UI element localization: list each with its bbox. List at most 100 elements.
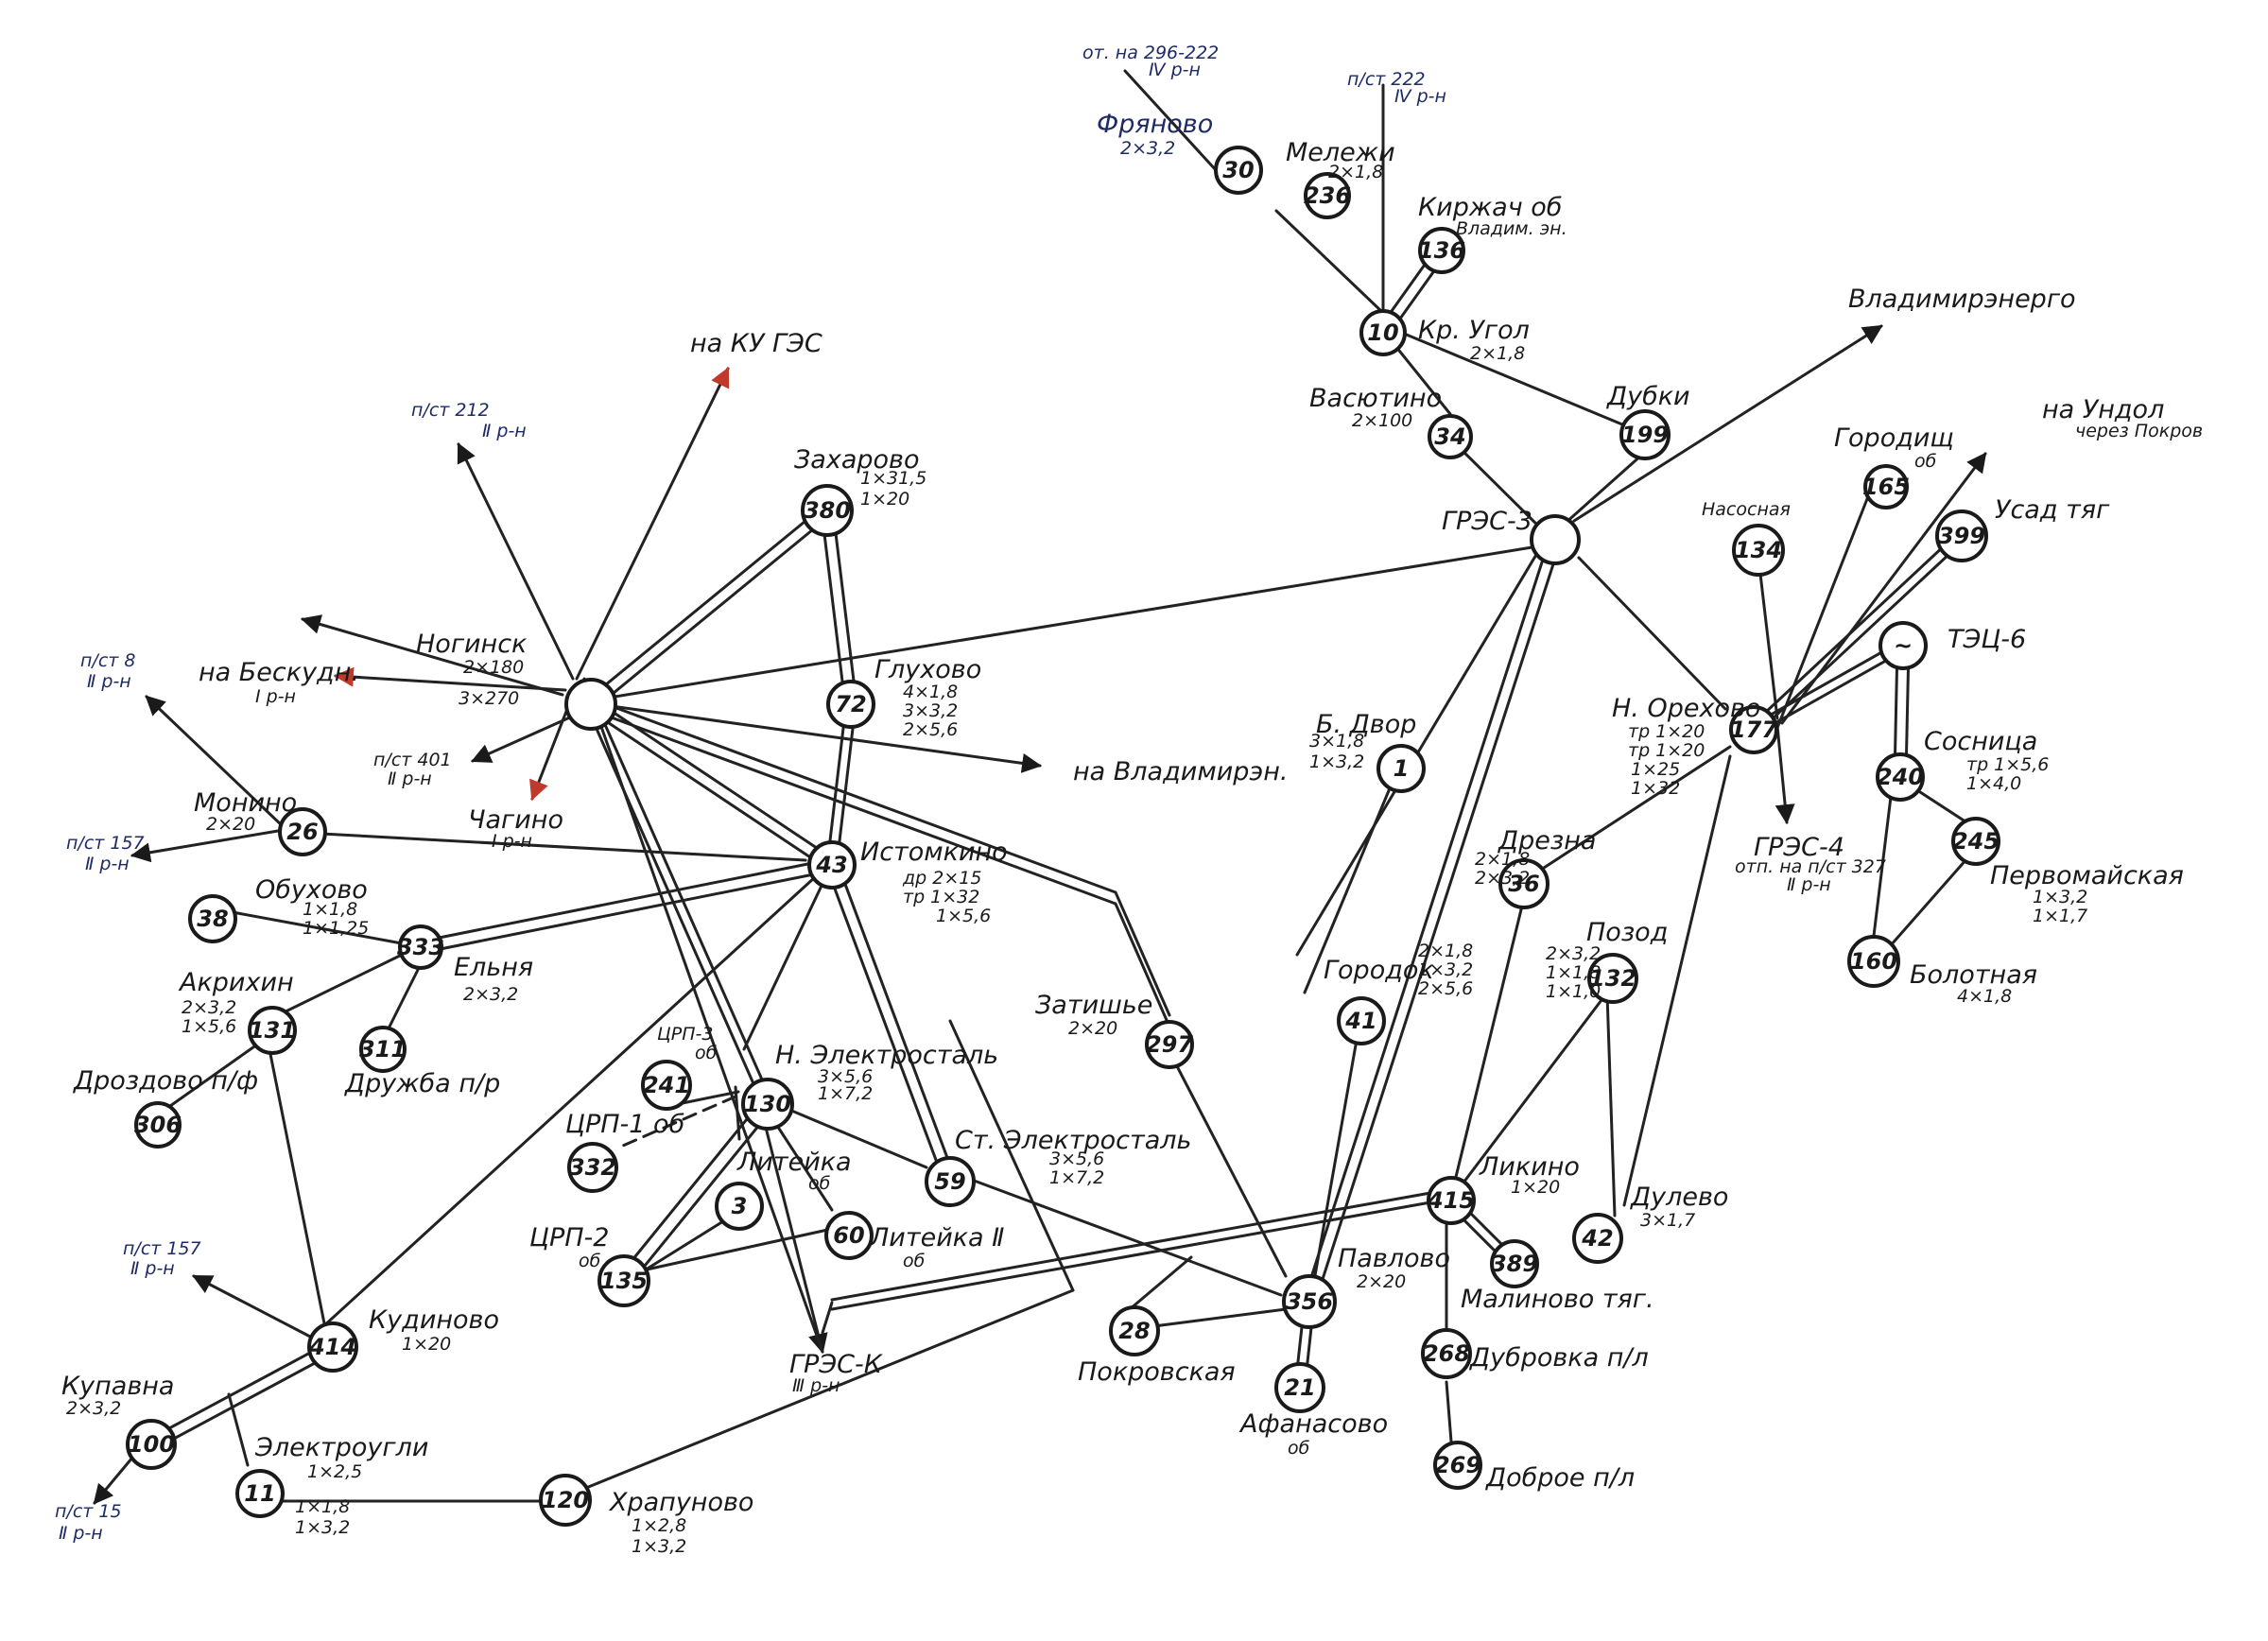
- line-43-59-double: [824, 865, 946, 1185]
- node-circle: [1935, 510, 1988, 562]
- line-noginsk-130-double: [594, 700, 774, 1104]
- label-pst157b-sub: Ⅱ р-н: [130, 1258, 175, 1279]
- substation-node: 11: [235, 1469, 285, 1518]
- line-41-356: [1312, 1038, 1359, 1283]
- node-number: 130: [744, 1091, 791, 1117]
- label-dulevo-cap: 3×1,7: [1640, 1210, 1695, 1231]
- label-pst157b: п/ст 157: [123, 1238, 201, 1259]
- label-dubrovka: Дубровка п/л: [1469, 1343, 1649, 1373]
- label-khrapunovo-c1: 1×2,8: [632, 1515, 686, 1536]
- line-noginsk-kuges: [575, 367, 730, 681]
- node-circle: [1359, 309, 1407, 356]
- substation-node: 42: [1572, 1213, 1623, 1264]
- node-circle: [741, 1078, 794, 1131]
- label-otp-296-sub: Ⅳ р-н: [1149, 60, 1201, 80]
- substation-node: 311: [359, 1026, 407, 1073]
- line-38-333: [220, 908, 404, 945]
- node-circle: [126, 1419, 177, 1470]
- label-gres-k: ГРЭС-К: [789, 1350, 884, 1379]
- node-number: 72: [835, 691, 866, 717]
- label-n-or-c4: 1×32: [1631, 778, 1680, 799]
- node-circle: [1214, 146, 1263, 195]
- node-number: 333: [397, 934, 444, 960]
- label-zakharovo-c2: 1×20: [860, 489, 909, 510]
- label-gorodok-c2: 1×3,2: [1418, 959, 1473, 980]
- node-circle: [1433, 1441, 1482, 1490]
- label-drezna-c2: 2×3,2: [1475, 868, 1530, 889]
- label-noginsk-c1: 2×180: [463, 657, 524, 678]
- line-177-134: [1757, 556, 1779, 720]
- substation-node: 130: [741, 1078, 794, 1131]
- line-gres3-dvor: [1295, 542, 1545, 957]
- line-333-43-double: [420, 869, 835, 955]
- substation-node: 30: [1214, 146, 1263, 195]
- node-circle: [1490, 1239, 1539, 1288]
- line-gres3-356-double: [1302, 536, 1551, 1302]
- line-177-399-double: [1755, 538, 1966, 735]
- label-chagino-sub: Ⅰ р-н: [492, 831, 532, 852]
- node-number: 245: [1952, 828, 2000, 855]
- node-circle: [359, 1026, 407, 1073]
- substation-node: 34: [1428, 414, 1473, 459]
- label-gres4-sub: отп. на п/ст 327: [1735, 856, 1886, 877]
- line-gres3-noginsk: [596, 542, 1557, 701]
- label-usad: Усад тяг: [1995, 495, 2110, 525]
- substation-node: 120: [539, 1474, 592, 1527]
- line-131-306: [168, 1043, 259, 1108]
- label-zatishye-cap: 2×20: [1068, 1018, 1117, 1039]
- label-glukhovo-c1: 4×1,8: [903, 682, 958, 702]
- double-lines: [147, 246, 1966, 1451]
- node-number: 332: [569, 1154, 616, 1181]
- label-pervomayskaya: Первомайская: [1990, 861, 2184, 890]
- label-otp-296: от. на 296-222: [1082, 43, 1219, 63]
- line-noginsk-297-double: [589, 697, 1171, 1017]
- label-crp1: ЦРП-1 об: [565, 1110, 684, 1139]
- substation-node: 135: [597, 1254, 650, 1307]
- line-noginsk-130-double: [584, 704, 765, 1108]
- line-noginsk-pst212: [457, 442, 575, 681]
- node-number: 414: [308, 1334, 356, 1360]
- line-177-165: [1775, 485, 1874, 730]
- label-gres3: ГРЭС-3: [1442, 507, 1532, 536]
- line-noginsk-297-double: [589, 708, 1171, 1028]
- node-circle: [1376, 744, 1426, 793]
- label-gorodok-c3: 2×5,6: [1418, 978, 1473, 999]
- node-number: 132: [1589, 965, 1636, 992]
- label-na-ku-ges: на КУ ГЭС: [690, 329, 822, 358]
- label-liteyka: Литейка: [736, 1148, 852, 1177]
- label-chagino: Чагино: [468, 805, 563, 835]
- line-177-tec6-double: [1754, 648, 1907, 735]
- label-cherez: через Покров: [2075, 421, 2203, 441]
- label-vasyutino: Васютино: [1309, 384, 1442, 413]
- line-dvor-356: [1303, 764, 1401, 994]
- line-268-269: [1445, 1380, 1453, 1443]
- label-zakharovo: Захарово: [794, 445, 919, 475]
- substation-node: 389: [1490, 1239, 1539, 1288]
- label-sosnitsa: Сосница: [1924, 727, 2037, 756]
- line-245-160: [1889, 849, 1976, 947]
- label-glukhovo-c3: 2×5,6: [903, 719, 958, 740]
- substation-node: ~: [1878, 621, 1928, 670]
- line-135-3: [633, 1219, 725, 1278]
- label-liteyka-sub: об: [808, 1173, 831, 1194]
- node-number: 380: [804, 497, 851, 524]
- node-circle: [398, 924, 443, 970]
- node-number: 3: [732, 1193, 748, 1219]
- node-number: 269: [1434, 1452, 1481, 1478]
- node-number: 100: [128, 1431, 175, 1458]
- line-43-130: [742, 866, 832, 1051]
- label-pst222-sub: Ⅳ р-н: [1394, 86, 1446, 107]
- line-177-gres4: [1775, 724, 1795, 825]
- line-30-10: [1274, 209, 1384, 314]
- label-pst15: п/ст 15: [55, 1501, 122, 1522]
- label-n-orekhovo: Н. Орехово: [1612, 694, 1760, 723]
- line-gresk-415-double: [830, 1201, 1432, 1311]
- label-akrikhin-c1: 2×3,2: [182, 997, 236, 1018]
- node-number: 399: [1938, 523, 1985, 549]
- node-number: 1: [1394, 755, 1410, 782]
- label-b-dvor-c1: 3×1,8: [1309, 731, 1364, 751]
- node-circle: [278, 807, 327, 856]
- line-30-otp296: [1123, 69, 1219, 173]
- line-noginsk-beskudn: [333, 666, 567, 692]
